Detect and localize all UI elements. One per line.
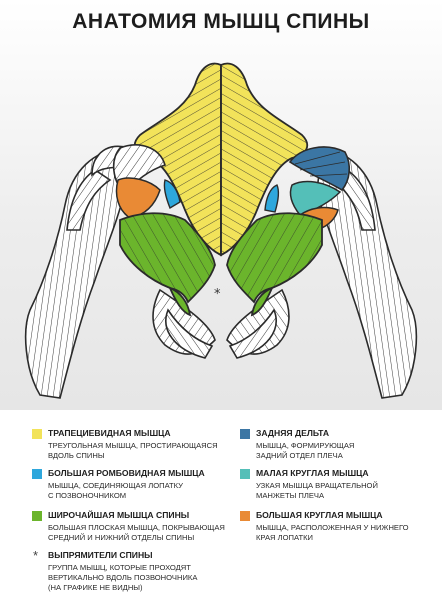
legend-name: БОЛЬШАЯ КРУГЛАЯ МЫШЦА [256,510,383,520]
posterior-deltoid-muscle [288,146,351,192]
teres-minor-muscle [289,180,342,216]
legend-desc: ТРЕУГОЛЬНАЯ МЫШЦА, ПРОСТИРАЮЩАЯСЯ ВДОЛЬ … [48,441,218,460]
legend-name: ЗАДНЯЯ ДЕЛЬТА [256,428,330,438]
legend-name: БОЛЬШАЯ РОМБОВИДНАЯ МЫШЦА [48,468,205,478]
legend-name: МАЛАЯ КРУГЛАЯ МЫШЦА [256,468,369,478]
lower-torso [152,288,290,359]
latissimus-dorsi-muscle [119,212,323,317]
legend-desc: МЫШЦА, ФОРМИРУЮЩАЯ ЗАДНИЙ ОТДЕЛ ПЛЕЧА [256,441,355,460]
teres-minor-swatch [240,469,250,479]
trapezius-swatch [32,429,42,439]
rhomboid-muscle [163,179,280,213]
legend-name: ШИРОЧАЙШАЯ МЫШЦА СПИНЫ [48,510,190,520]
back-muscle-diagram: * [24,62,418,399]
posterior-deltoid-swatch [240,429,250,439]
legend-desc: УЗКАЯ МЫШЦА ВРАЩАТЕЛЬНОЙ МАНЖЕТЫ ПЛЕЧА [256,481,378,500]
latissimus-swatch [32,511,42,521]
left-arm [24,145,134,399]
teres-major-swatch [240,511,250,521]
legend-desc: БОЛЬШАЯ ПЛОСКАЯ МЫШЦА, ПОКРЫВАЮЩАЯ СРЕДН… [48,523,225,542]
erector-star-marker: * [33,548,39,563]
page-title: АНАТОМИЯ МЫШЦ СПИНЫ [72,10,370,33]
legend-desc: МЫШЦА, РАСПОЛОЖЕННАЯ У НИЖНЕГО КРАЯ ЛОПА… [256,523,409,542]
legend-desc: МЫШЦА, СОЕДИНЯЮЩАЯ ЛОПАТКУ С ПОЗВОНОЧНИК… [48,481,184,500]
rhomboid-swatch [32,469,42,479]
legend: ТРАПЕЦИЕВИДНАЯ МЫШЦА ТРЕУГОЛЬНАЯ МЫШЦА, … [0,412,442,600]
legend-name: ВЫПРЯМИТЕЛИ СПИНЫ [48,550,153,560]
erector-marker: * [214,287,221,302]
legend-name: ТРАПЕЦИЕВИДНАЯ МЫШЦА [48,428,171,438]
legend-desc: ГРУППА МЫШЦ, КОТОРЫЕ ПРОХОДЯТ ВЕРТИКАЛЬН… [48,563,198,592]
